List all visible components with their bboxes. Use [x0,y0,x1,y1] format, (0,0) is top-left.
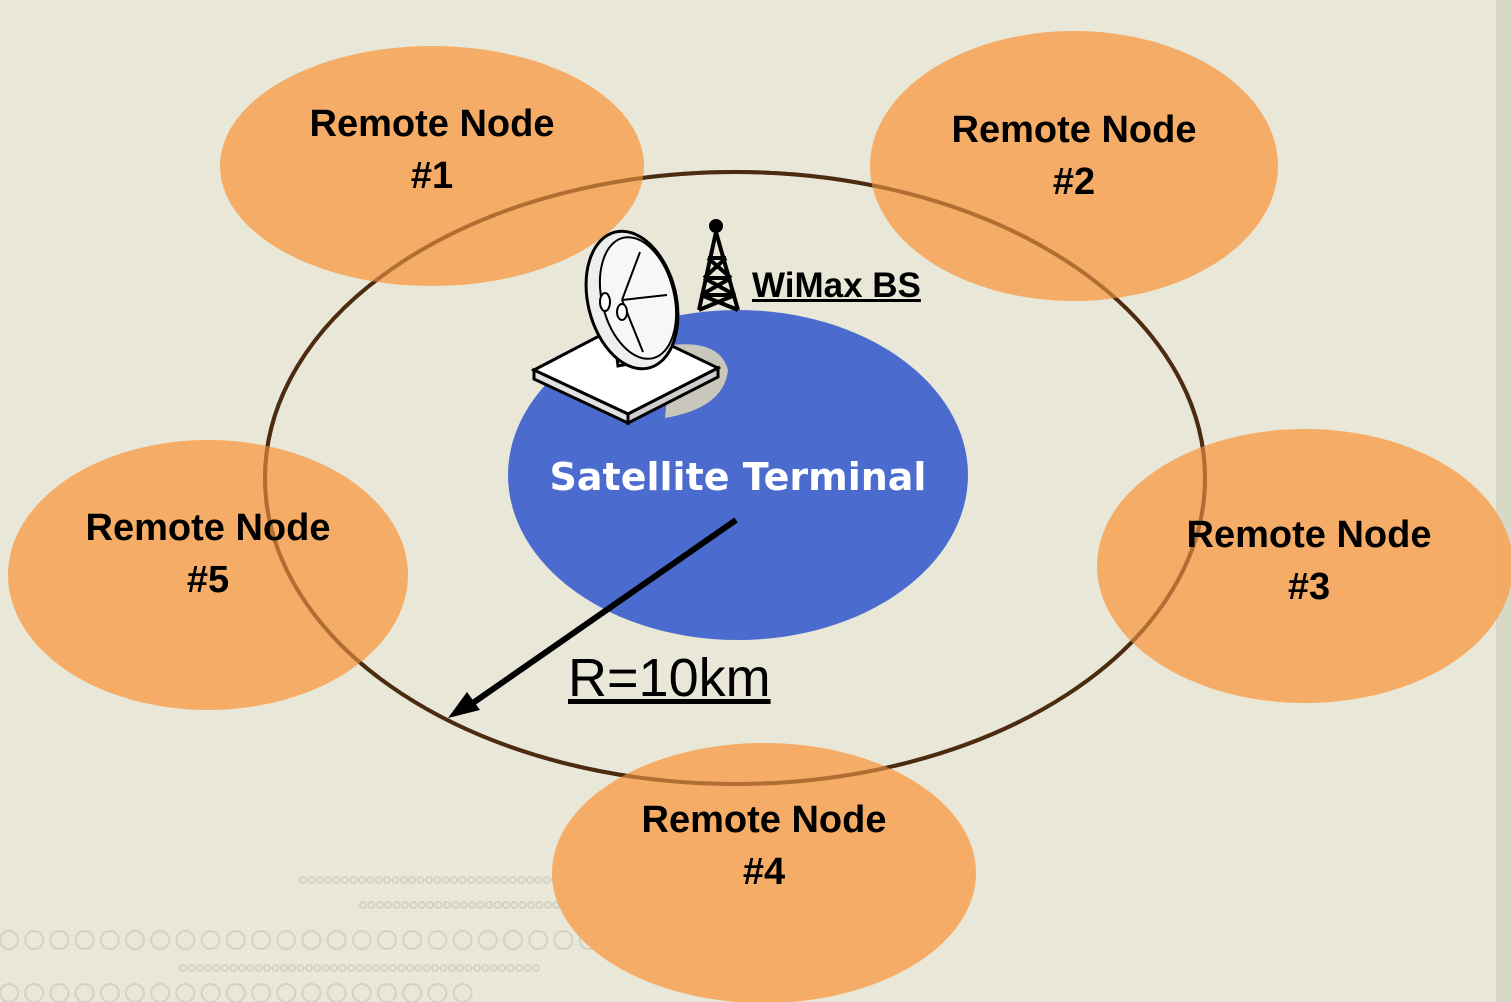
remote-node-5 [8,440,408,710]
edge-stripe [1496,0,1511,1002]
satellite-dish-icon [530,229,728,426]
coverage-ring-overlay [263,170,1207,786]
radius-arrow [448,517,738,718]
remote-node-4 [552,743,976,1002]
remote-node-2 [870,31,1278,301]
dot-pattern [0,876,687,1002]
remote-node-1 [220,46,644,286]
remote-node-3 [1097,429,1511,703]
antenna-tower-icon [697,219,740,312]
